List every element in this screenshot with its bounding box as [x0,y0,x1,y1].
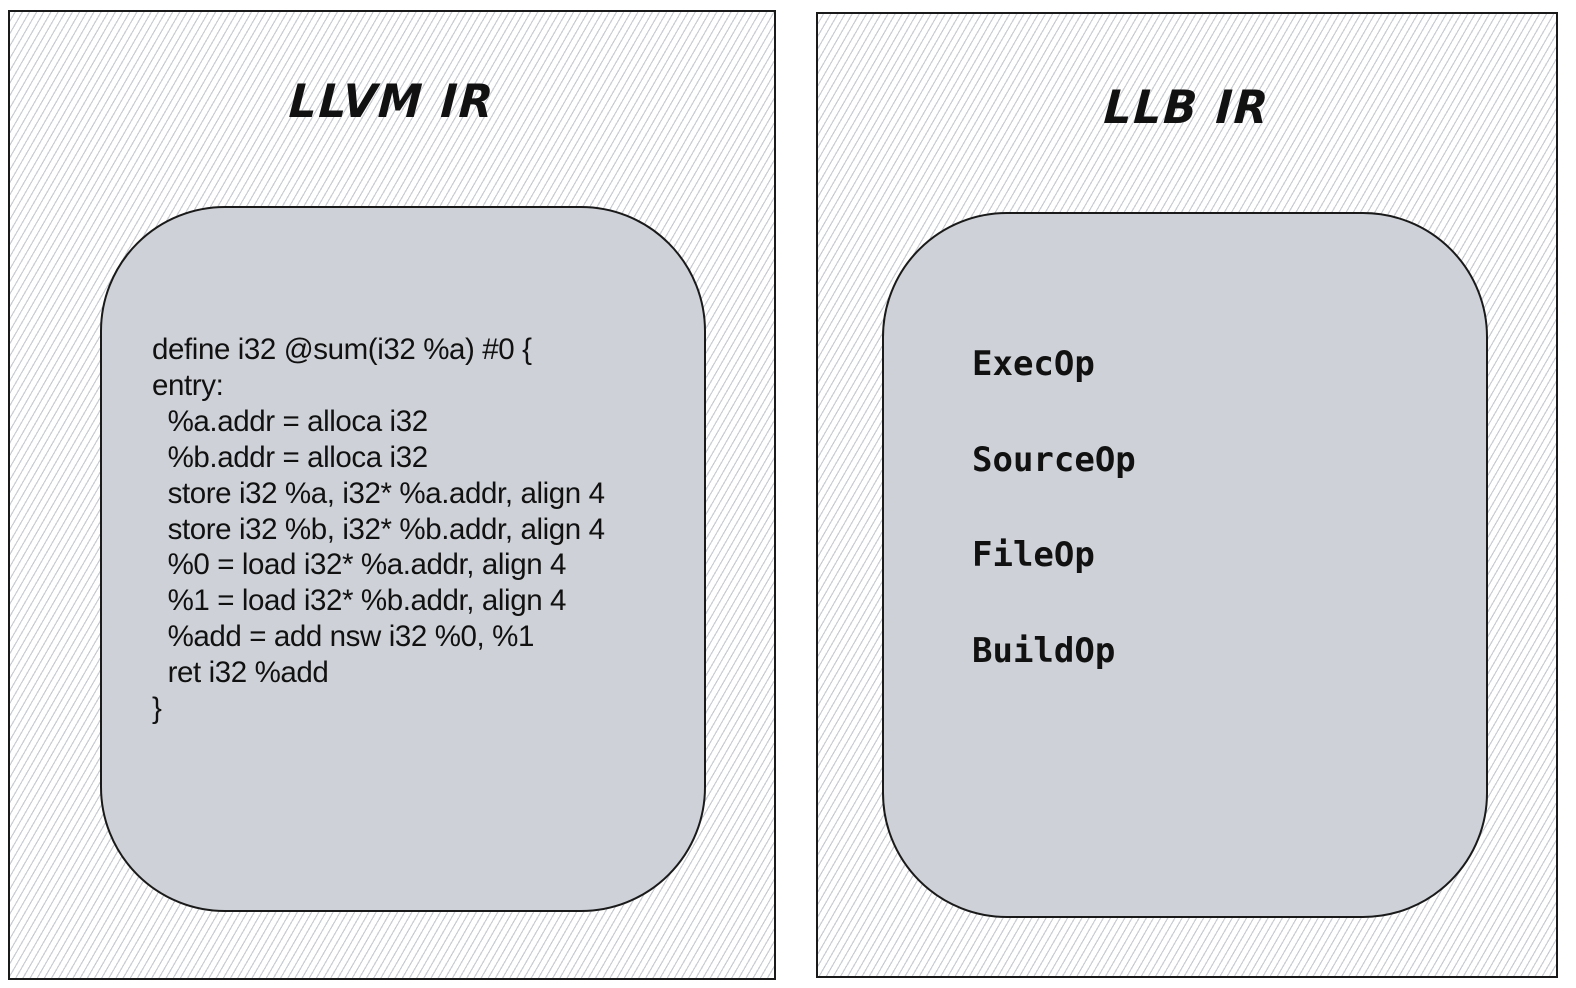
llvm-ir-panel: LLVM IR define i32 @sum(i32 %a) #0 { ent… [8,10,776,980]
llvm-ir-code: define i32 @sum(i32 %a) #0 { entry: %a.a… [152,332,605,727]
code-line: ret i32 %add [152,656,329,690]
code-line: entry: [152,368,224,402]
op-item-sourceop: SourceOp [972,439,1136,480]
code-line: define i32 @sum(i32 %a) #0 { [152,333,532,366]
llvm-ir-code-box: define i32 @sum(i32 %a) #0 { entry: %a.a… [100,206,706,912]
op-item-buildop: BuildOp [972,630,1116,671]
llvm-ir-title: LLVM IR [287,74,497,128]
llb-op-list: ExecOp SourceOp FileOp BuildOp [972,344,1136,726]
op-item-execop: ExecOp [972,344,1095,384]
code-line: store i32 %b, i32* %b.addr, align 4 [152,512,605,546]
code-line: %add = add nsw i32 %0, %1 [152,620,535,654]
llb-ir-panel: LLB IR ExecOp SourceOp FileOp BuildOp [816,12,1558,978]
llb-ir-title: LLB IR [1102,80,1272,134]
llb-ir-ops-box: ExecOp SourceOp FileOp BuildOp [882,212,1488,918]
code-line: %0 = load i32* %a.addr, align 4 [152,548,567,582]
op-item-fileop: FileOp [972,535,1095,575]
code-line: %b.addr = alloca i32 [152,440,429,474]
code-line: store i32 %a, i32* %a.addr, align 4 [152,476,605,510]
code-line: } [152,692,162,726]
code-line: %a.addr = alloca i32 [152,404,429,438]
code-line: %1 = load i32* %b.addr, align 4 [152,584,567,618]
